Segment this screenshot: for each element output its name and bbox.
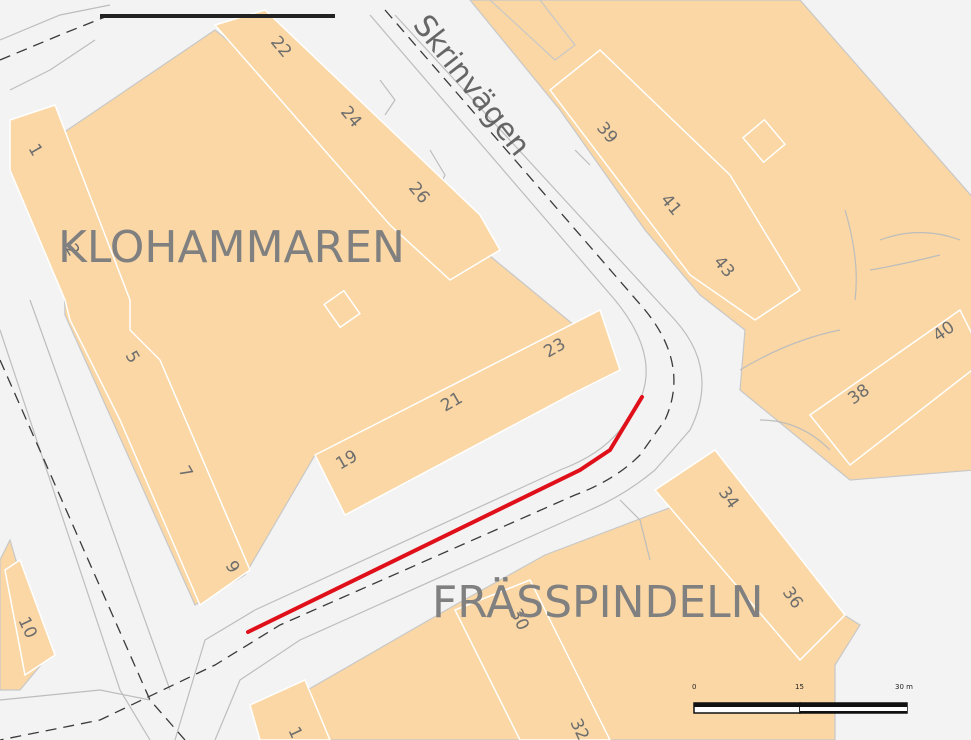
building-30-32	[453, 579, 611, 740]
district-label-klohammaren: KLOHAMMAREN	[58, 222, 405, 273]
curb-line	[844, 209, 857, 301]
scale-label: 15	[795, 683, 804, 691]
top-edge-bar	[100, 14, 335, 18]
scale-segment	[800, 707, 907, 711]
building-22-26	[213, 9, 502, 281]
curb-line	[574, 149, 591, 166]
district-label-frasspindeln: FRÄSSPINDELN	[432, 576, 764, 628]
building-39-43	[548, 49, 802, 321]
building-19-23	[313, 308, 621, 517]
curb-line	[0, 4, 111, 41]
road-centerline	[0, 9, 675, 740]
building-small-square	[323, 289, 361, 329]
curb-line	[879, 231, 961, 241]
road-centerline	[0, 14, 111, 61]
building-bottom-left	[249, 678, 331, 740]
scale-segment	[694, 703, 800, 707]
curb-line	[9, 39, 96, 91]
scale-bar: 0 15 30 m	[692, 683, 913, 714]
building-34-36	[653, 448, 847, 662]
curb-line	[739, 329, 841, 371]
building-10	[4, 558, 56, 677]
route-highlight	[246, 395, 644, 634]
scale-label: 30 m	[895, 683, 913, 691]
curb-line	[619, 499, 651, 561]
curb-line	[869, 254, 941, 271]
curb-line	[759, 419, 831, 451]
curb-line	[29, 299, 171, 691]
curb-line	[379, 79, 396, 116]
scale-label: 0	[692, 683, 696, 691]
block-topright-wedge	[489, 0, 576, 61]
building-38-40	[808, 308, 971, 467]
building-small-square	[741, 118, 787, 164]
building-1-9	[9, 104, 251, 607]
curb-line	[0, 689, 151, 701]
curb-line	[214, 14, 703, 740]
